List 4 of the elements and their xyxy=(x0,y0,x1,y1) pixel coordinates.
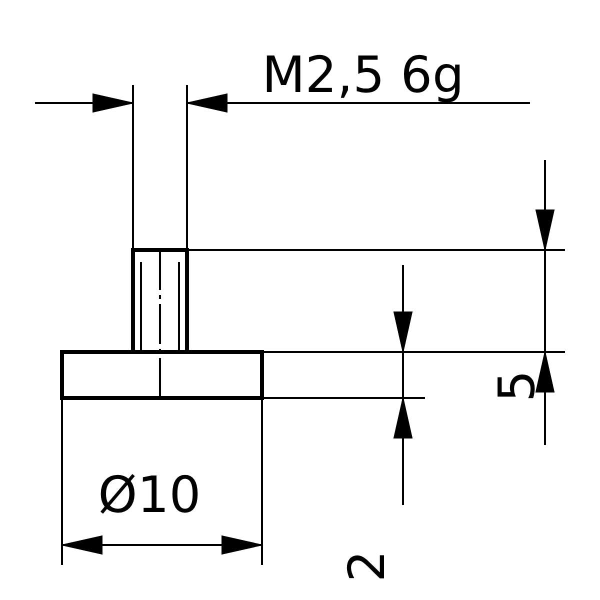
dimension-label: 5 xyxy=(492,370,542,402)
dimension-label: M2,5 6g xyxy=(262,50,464,100)
dimension-label: Ø10 xyxy=(98,470,201,520)
dimension-label: 2 xyxy=(342,550,392,582)
